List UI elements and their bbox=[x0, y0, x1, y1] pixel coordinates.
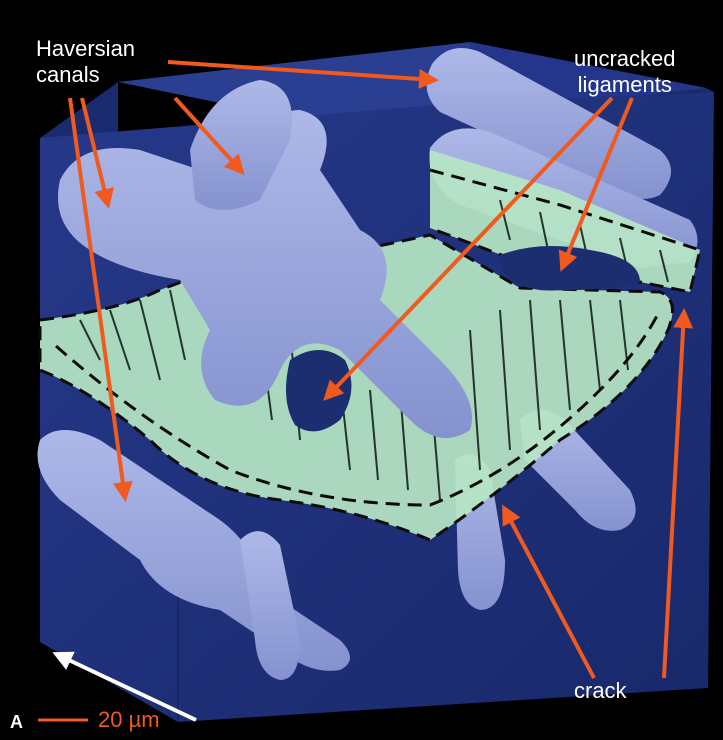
label-uncracked-line1: uncracked bbox=[574, 46, 676, 72]
label-haversian-line2: canals bbox=[36, 62, 135, 88]
panel-letter: A bbox=[10, 712, 23, 732]
scale-bar-label: 20 µm bbox=[98, 707, 160, 733]
label-haversian-canals: Haversian canals bbox=[36, 36, 135, 88]
label-crack: crack bbox=[574, 678, 627, 704]
label-uncracked-line2: ligaments bbox=[574, 72, 676, 98]
label-uncracked-ligaments: uncracked ligaments bbox=[574, 46, 676, 98]
label-haversian-line1: Haversian bbox=[36, 36, 135, 62]
